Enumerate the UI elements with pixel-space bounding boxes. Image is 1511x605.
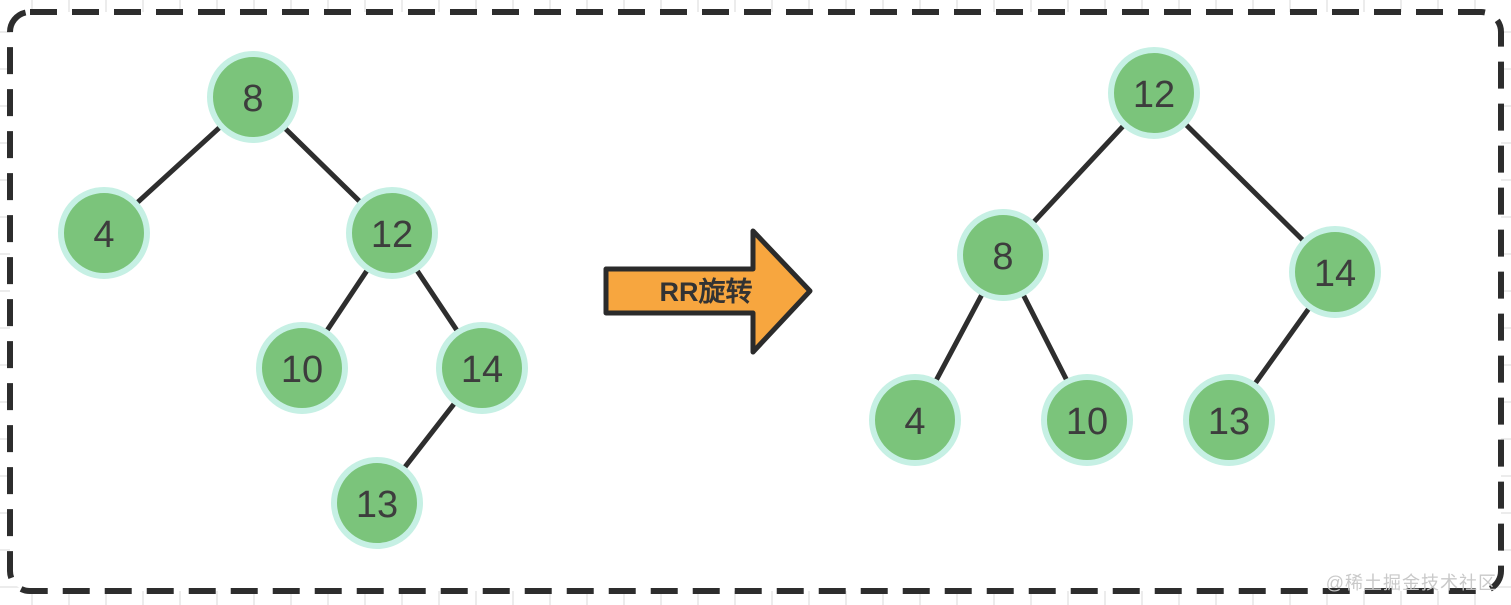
node-label: 14 (1314, 253, 1356, 295)
node-label: 12 (371, 214, 413, 256)
node-circle (256, 322, 348, 414)
node-circle (58, 187, 150, 279)
tree-before-rotation: 8 4 12 10 14 13 (58, 51, 528, 549)
node-label: 13 (356, 484, 398, 526)
node-circle (1041, 374, 1133, 466)
rotation-arrow-shape (603, 228, 813, 355)
tree-node-14: 14 (1289, 226, 1381, 318)
node-label: 8 (242, 78, 263, 120)
tree-node-12: 12 (346, 187, 438, 279)
node-circle (1183, 374, 1275, 466)
node-label: 10 (281, 349, 323, 391)
node-label: 10 (1066, 401, 1108, 443)
node-label: 14 (461, 349, 503, 391)
tree-node-10: 10 (256, 322, 348, 414)
node-label: 13 (1208, 401, 1250, 443)
node-circle (331, 457, 423, 549)
tree-node-4: 4 (58, 187, 150, 279)
rotation-arrow: RR旋转 (603, 228, 813, 355)
node-circle (346, 187, 438, 279)
tree-node-13: 13 (1183, 374, 1275, 466)
rotation-arrow-label: RR旋转 (660, 277, 753, 307)
tree-node-8: 8 (957, 209, 1049, 301)
tree-node-13: 13 (331, 457, 423, 549)
node-circle (869, 374, 961, 466)
tree-node-12: 12 (1108, 47, 1200, 139)
tree-node-8: 8 (207, 51, 299, 143)
tree-node-10: 10 (1041, 374, 1133, 466)
tree-after-rotation: 12 8 14 4 10 13 (869, 47, 1381, 466)
node-label: 12 (1133, 74, 1175, 116)
watermark: @稀土掘金技术社区 (1325, 573, 1497, 593)
node-circle (207, 51, 299, 143)
dashed-border (7, 9, 1504, 594)
tree-node-14: 14 (436, 322, 528, 414)
node-label: 4 (93, 214, 114, 256)
tree-node-4: 4 (869, 374, 961, 466)
node-circle (436, 322, 528, 414)
node-circle (957, 209, 1049, 301)
node-circle (1289, 226, 1381, 318)
node-label: 4 (904, 401, 925, 443)
node-label: 8 (992, 236, 1013, 278)
node-circle (1108, 47, 1200, 139)
